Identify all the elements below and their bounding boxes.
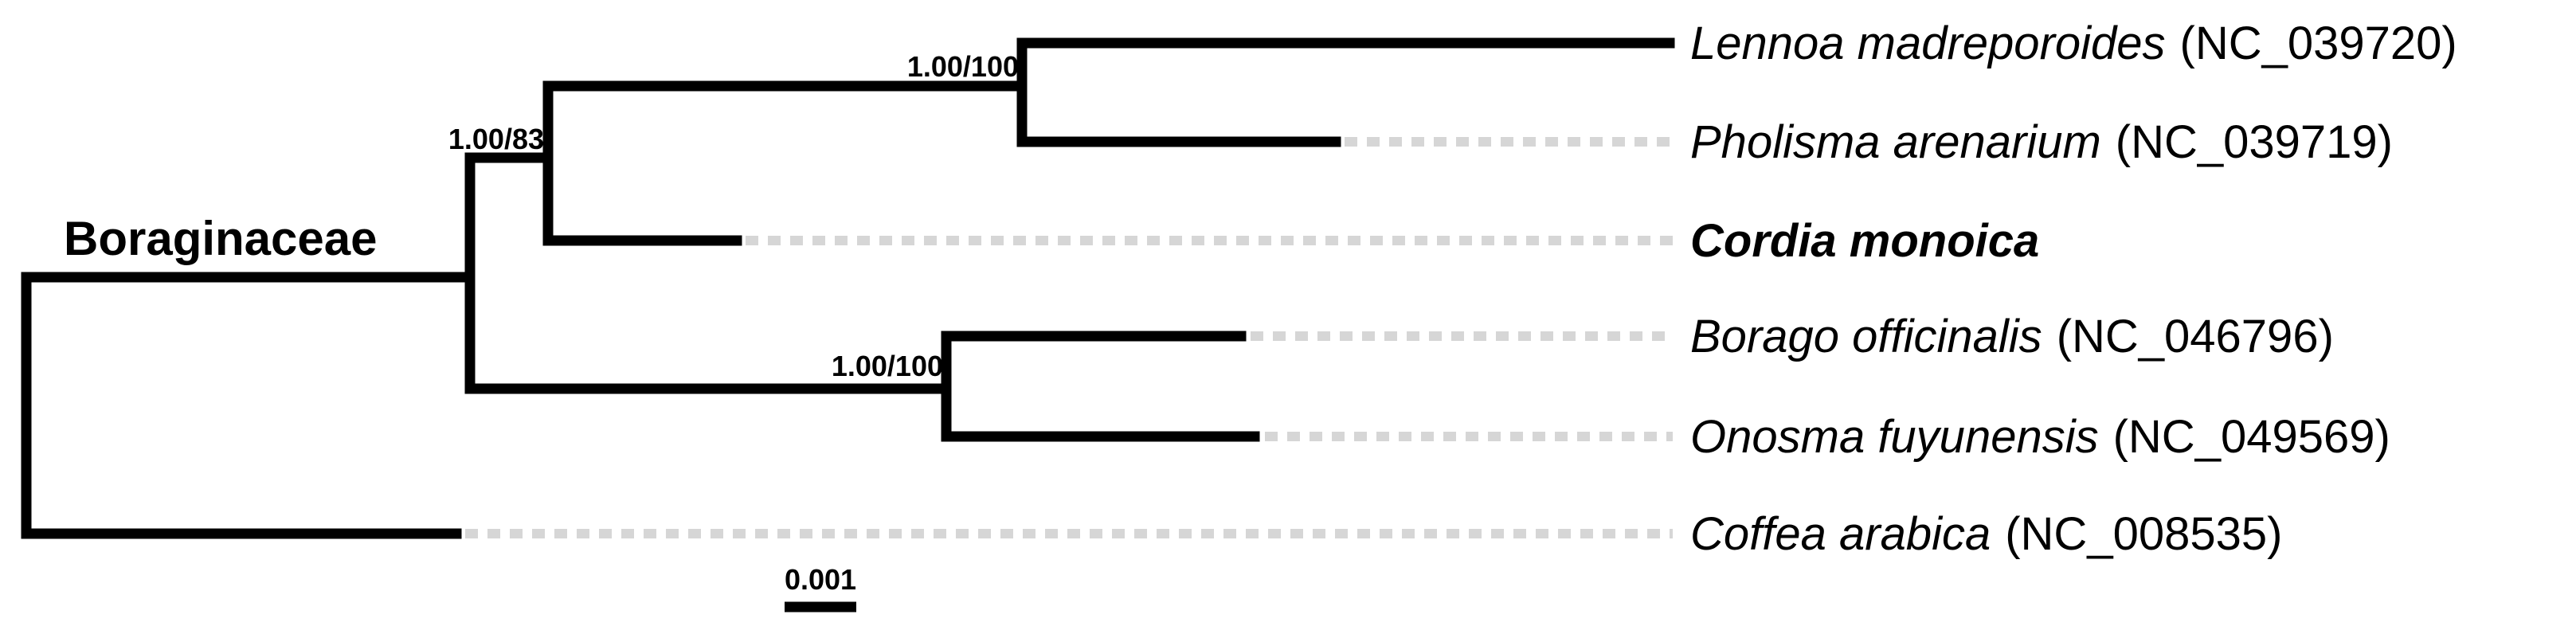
taxon-species: Cordia monoica xyxy=(1690,215,2039,267)
taxon-accession: (NC_008535) xyxy=(2005,508,2282,560)
taxon-label-coffea: Coffea arabica (NC_008535) xyxy=(1690,508,2282,560)
taxon-label-lennoa: Lennoa madreporoides (NC_039720) xyxy=(1690,18,2457,69)
support-value-borago-onosma: 1.00/100 xyxy=(832,350,943,382)
scale-bar-label: 0.001 xyxy=(785,563,856,596)
support-value-lennoa-cordia: 1.00/83 xyxy=(448,123,544,155)
taxon-accession: (NC_039720) xyxy=(2180,18,2457,69)
taxon-species: Lennoa madreporoides xyxy=(1690,18,2166,69)
taxon-accession: (NC_039719) xyxy=(2116,116,2393,168)
taxon-species: Onosma fuyunensis xyxy=(1690,411,2099,463)
support-value-lennoa-pholisma: 1.00/100 xyxy=(907,50,1019,83)
taxon-accession: (NC_049569) xyxy=(2113,411,2390,463)
clade-label-boraginaceae: Boraginaceae xyxy=(64,212,378,265)
taxon-label-cordia: Cordia monoica xyxy=(1690,215,2039,267)
taxon-species: Coffea arabica xyxy=(1690,508,1991,560)
taxon-species: Borago officinalis xyxy=(1690,311,2042,362)
taxon-label-borago: Borago officinalis (NC_046796) xyxy=(1690,311,2334,362)
taxon-label-onosma: Onosma fuyunensis (NC_049569) xyxy=(1690,411,2390,463)
taxon-accession: (NC_046796) xyxy=(2057,311,2334,362)
taxon-label-pholisma: Pholisma arenarium (NC_039719) xyxy=(1690,116,2393,168)
taxon-species: Pholisma arenarium xyxy=(1690,116,2101,168)
